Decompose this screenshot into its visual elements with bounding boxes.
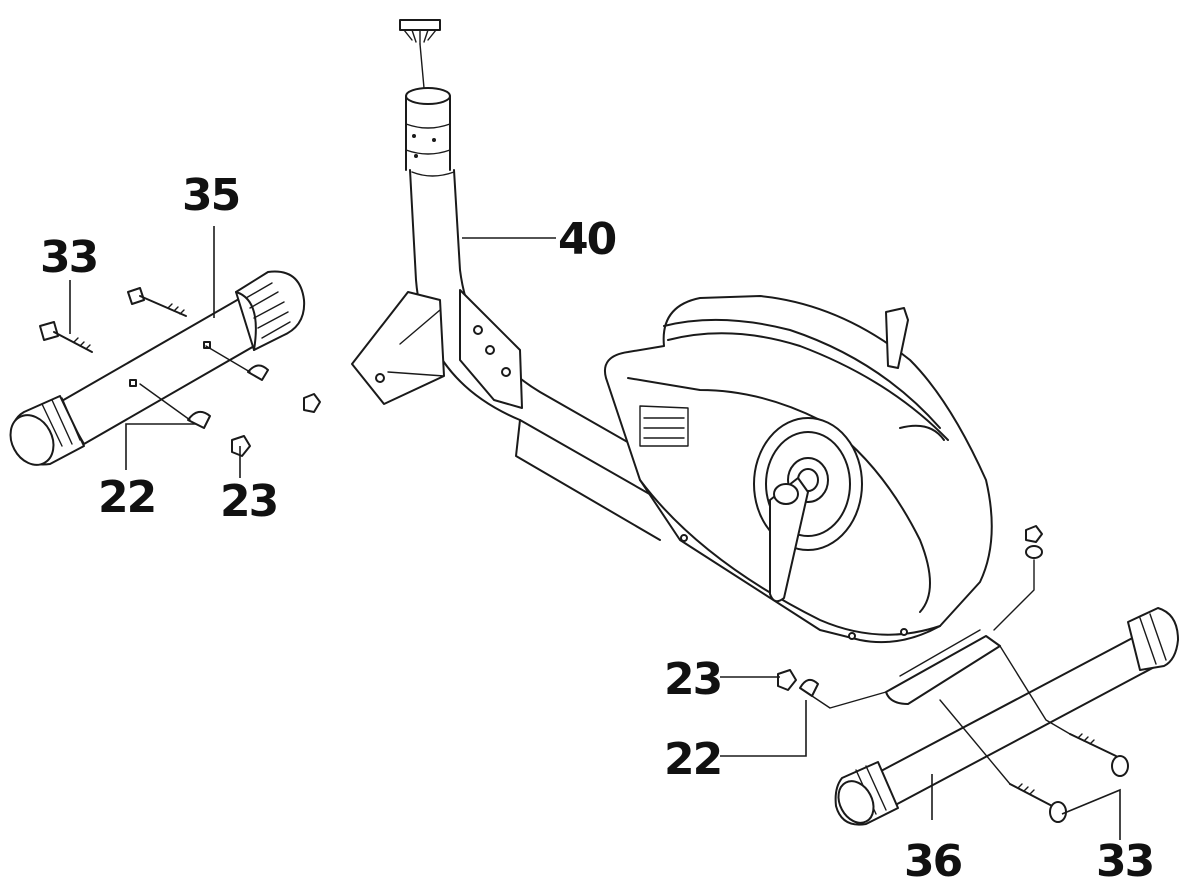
nut-left-upper [303,393,321,413]
leader-lines [69,226,1121,840]
crank-arm [769,477,809,603]
carriage-bolt-right-upper [1069,733,1129,777]
cable-connector [399,19,441,89]
label-part-35: 35 [182,170,239,221]
nut-right-front [777,669,797,691]
label-part-40: 40 [558,214,616,265]
washer-left-lower [187,410,211,429]
carriage-bolt-lower-left [39,321,93,353]
label-part-23-left: 23 [220,476,277,527]
label-part-33-left: 33 [40,232,97,283]
label-part-23-right: 23 [664,654,721,705]
front-stabilizer-end-cap-right [235,270,306,351]
front-stabilizer-end-cap-left [9,395,85,466]
washer-left-upper [247,364,269,381]
carriage-bolt-upper-left [127,287,187,317]
rear-stabilizer-36 [834,607,1179,826]
rear-stabilizer-end-cap-right [1127,607,1179,671]
washer-right-front [799,678,819,697]
nut-right-top [1025,525,1043,559]
main-frame-40 [351,19,681,541]
label-part-36: 36 [904,836,962,887]
label-part-33-right: 33 [1096,836,1153,887]
label-part-22-left: 22 [98,472,155,523]
carriage-bolt-right-lower [1009,783,1067,823]
front-stabilizer-35 [9,270,306,466]
rear-stabilizer-end-cap-left [834,761,899,826]
nut-left-lower [231,435,251,457]
label-part-22-right: 22 [664,734,721,785]
pedal-arm-rear [885,307,909,369]
